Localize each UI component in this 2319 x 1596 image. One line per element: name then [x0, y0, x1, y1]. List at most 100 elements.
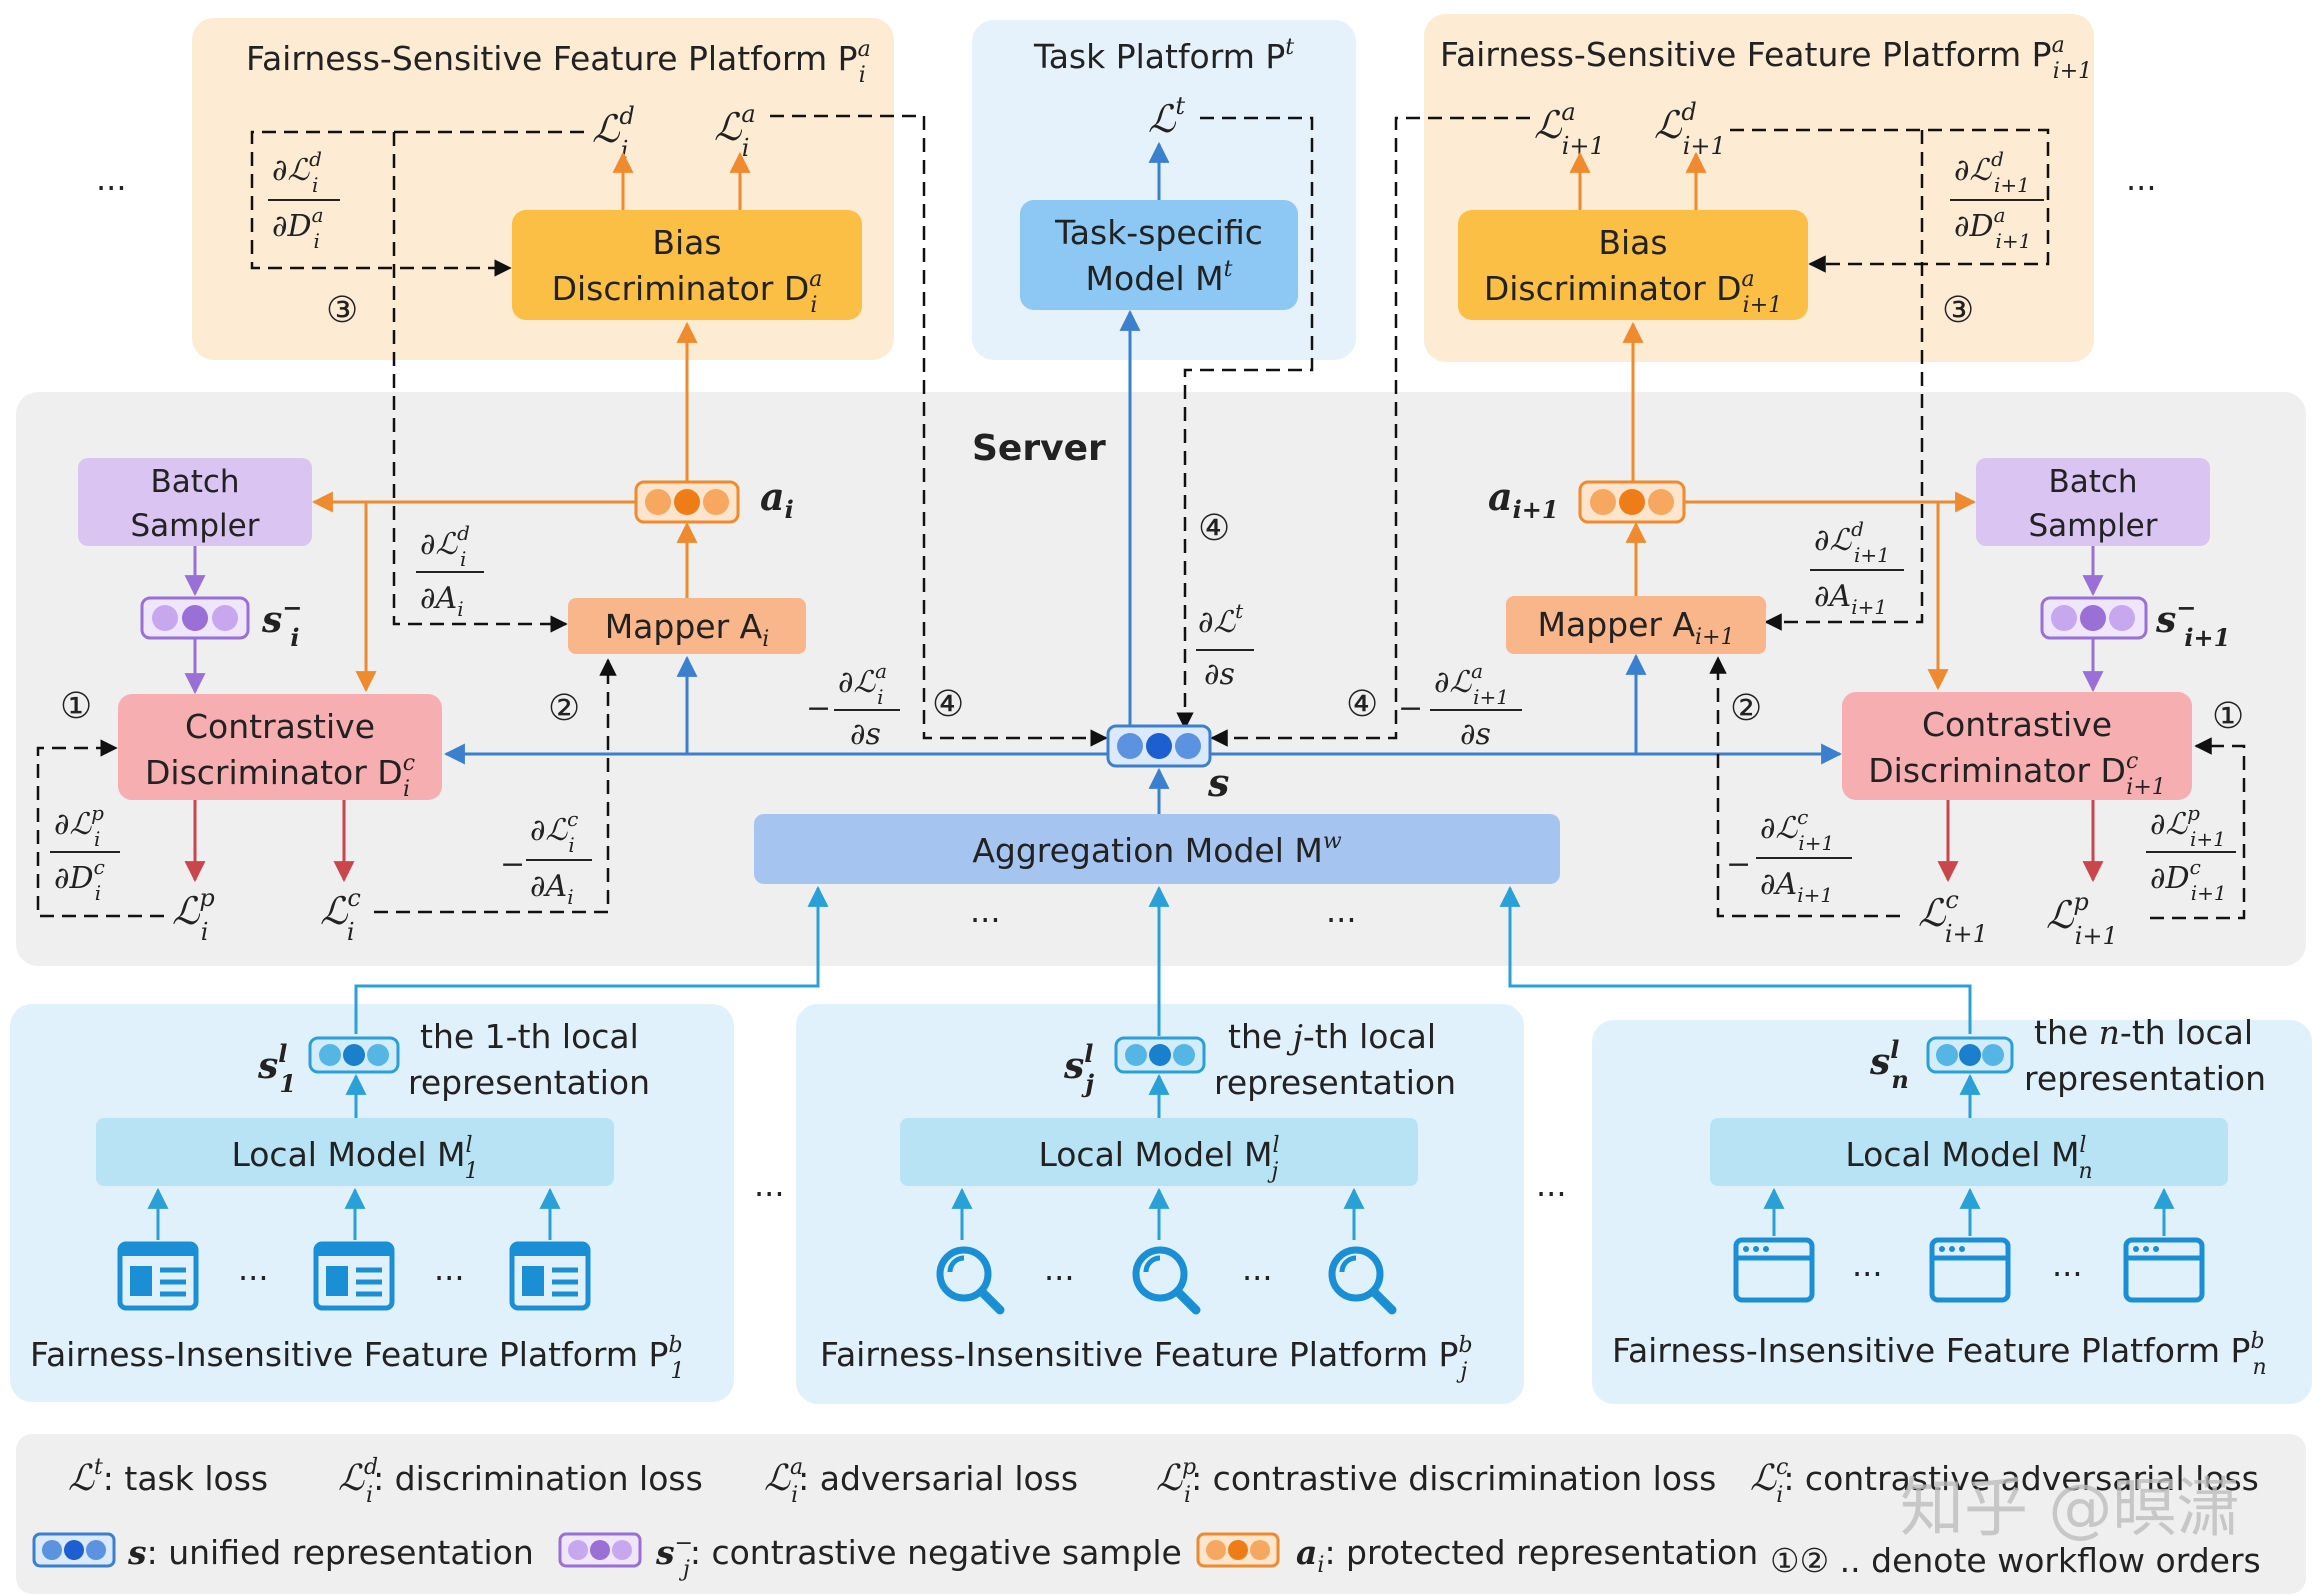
server-panel — [16, 392, 2306, 966]
dashed-lc-to-mapper-right — [1709, 656, 1900, 918]
localj-rep-dot2 — [1149, 1044, 1171, 1066]
search-icon — [936, 1246, 1005, 1315]
local1-rep-dot2 — [343, 1044, 365, 1066]
grad-la-ds-left-minus: − — [806, 691, 831, 726]
step1-right: ① — [2212, 696, 2244, 737]
localn-rep-dot3 — [1982, 1044, 2004, 1066]
legend-protected-dot2 — [1228, 1540, 1248, 1560]
news-icon — [313, 1241, 395, 1311]
step3-left: ③ — [326, 290, 358, 331]
localj-rep-dot1 — [1125, 1044, 1147, 1066]
local-platform-1-title: Fairness-Insensitive Feature Platform Pb… — [30, 1333, 685, 1384]
grad-ld-da-left-den: ∂Ai — [420, 581, 464, 621]
unified-rep-dot1 — [1117, 733, 1143, 759]
grad-la-ds-right-den: ∂s — [1460, 717, 1491, 752]
bias-discriminator-right-line1: Bias — [1598, 223, 1667, 262]
local-model-n — [1710, 1118, 2228, 1186]
batch-sampler-right — [1976, 458, 2210, 546]
negative-sample-right-dot1 — [2051, 605, 2077, 631]
batch-sampler-right-line2: Sampler — [2029, 508, 2158, 544]
batch-sampler-right-line1: Batch — [2048, 464, 2137, 500]
task-model-line2: Model Mt — [1086, 257, 1233, 298]
dashed-ld-to-bias-right — [1730, 128, 2050, 273]
local-platform-n-panel — [1592, 1020, 2312, 1404]
grad-lt-ds-den: ∂s — [1204, 657, 1235, 692]
ellipsis-right-top: ... — [2126, 160, 2157, 198]
protected-rep-right-dot2 — [1619, 489, 1645, 515]
grad-lc-da-left-minus: − — [500, 847, 525, 882]
negative-sample-left-dot3 — [212, 605, 238, 631]
aggregation-model — [754, 814, 1560, 884]
loss-task: ℒt — [1148, 92, 1185, 141]
ellipsis-local1-b: ... — [434, 1250, 465, 1288]
step3-right: ③ — [1942, 290, 1974, 331]
local-platform-n-title: Fairness-Insensitive Feature Platform Pb… — [1612, 1329, 2267, 1380]
grad-lc-da-right-minus: − — [1726, 847, 1751, 882]
dashed-la-to-s-right — [1210, 116, 1530, 747]
dashed-ld-to-mapper-right — [1764, 130, 1924, 631]
contrastive-discriminator-left — [118, 694, 442, 800]
grad-lc-da-right-den: ∂Ai+1 — [1760, 867, 1833, 907]
legend-protected-text: ai: protected representation — [1296, 1533, 1758, 1578]
legend-unified-text: s: unified representation — [127, 1533, 534, 1572]
dashed-lp-to-contrastive-left — [36, 739, 164, 918]
arrow-local1-to-aggregation — [354, 885, 829, 1034]
grad-la-ds-left-den: ∂s — [850, 717, 881, 752]
localj-rep-dot3 — [1173, 1044, 1195, 1066]
dashed-ld-to-bias-left — [250, 130, 584, 277]
aggregation-model-label: Aggregation Model Mw — [972, 829, 1342, 870]
dashed-la-to-s-left — [770, 114, 1108, 747]
unified-rep-s-label: s — [1207, 760, 1229, 805]
task-specific-model — [1020, 200, 1298, 310]
task-model-line1: Task-specific — [1054, 213, 1263, 252]
mapper-left-label: Mapper Ai — [605, 607, 770, 652]
localn-rep-dot1 — [1936, 1044, 1958, 1066]
legend-workflow-text: ①② .. denote workflow orders — [1770, 1541, 2261, 1580]
watermark: 知乎 @暝潇 — [1900, 1472, 2240, 1546]
step4-left: ④ — [932, 684, 964, 725]
batch-sampler-left-line2: Sampler — [131, 508, 260, 544]
negative-sample-left-dot1 — [152, 605, 178, 631]
legend-protected-dot3 — [1250, 1540, 1270, 1560]
protected-rep-right-dot3 — [1648, 489, 1674, 515]
local-model-j — [900, 1118, 1418, 1186]
news-icon — [509, 1241, 591, 1311]
protected-rep-left-dot1 — [645, 489, 671, 515]
ellipsis-localj-b: ... — [1242, 1250, 1273, 1288]
legend-negative-dot2 — [590, 1540, 610, 1560]
dashed-lt-to-s — [1176, 116, 1314, 730]
dashed-ld-to-mapper-left — [392, 132, 568, 633]
browser-window-icon — [1929, 1237, 2011, 1303]
local1-desc-line2: representation — [408, 1063, 650, 1102]
legend-protected-dot1 — [1206, 1540, 1226, 1560]
dashed-lc-to-mapper-left — [374, 658, 617, 914]
ellipsis-between-1-j: ... — [754, 1166, 785, 1204]
localn-desc-line1: the n-th local — [2034, 1013, 2253, 1052]
negative-sample-right-dot3 — [2109, 605, 2135, 631]
localn-desc-line2: representation — [2024, 1059, 2266, 1098]
mapper-right-label: Mapper Ai+1 — [1538, 605, 1735, 650]
ellipsis-localn-b: ... — [2052, 1246, 2083, 1284]
ellipsis-localj-a: ... — [1044, 1250, 1075, 1288]
